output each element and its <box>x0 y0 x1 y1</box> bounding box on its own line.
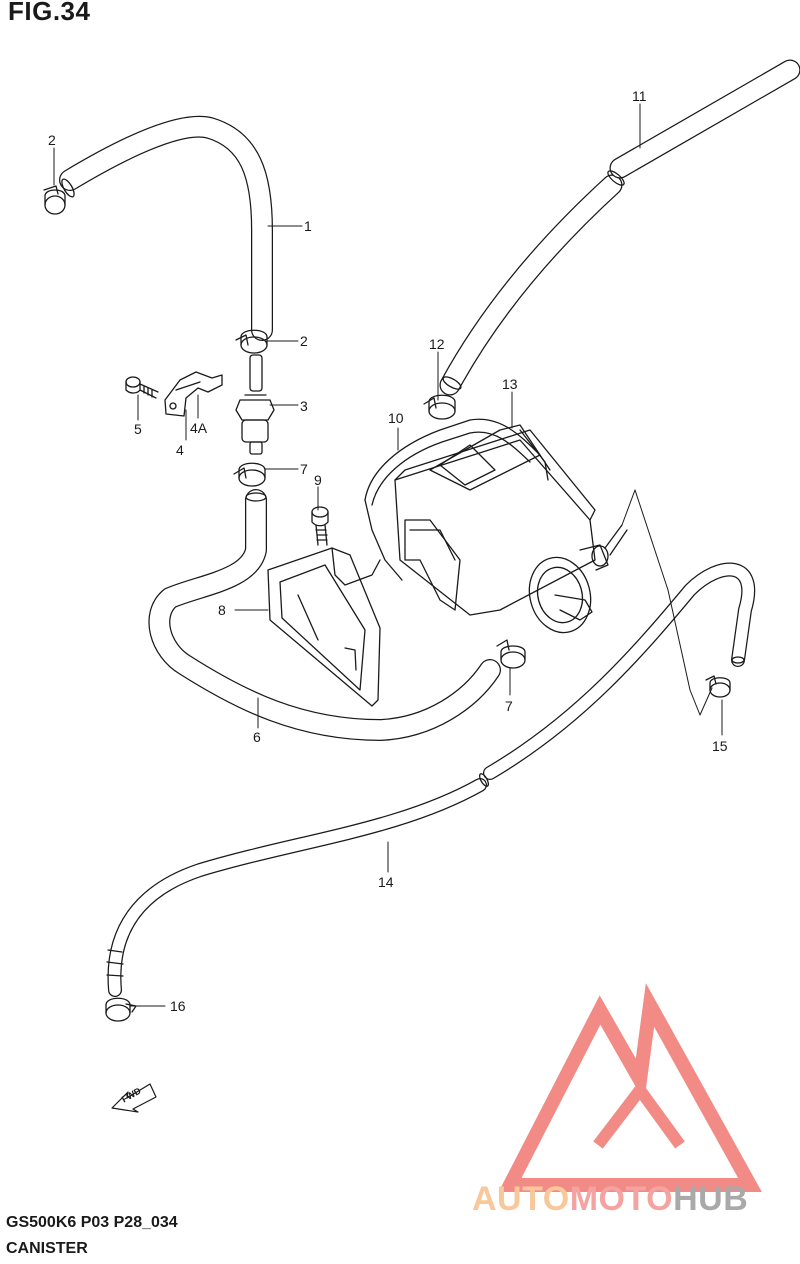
callout-6: 6 <box>253 729 261 745</box>
diagram-name: CANISTER <box>6 1240 88 1257</box>
canister-13 <box>394 424 628 634</box>
callout-15: 15 <box>712 738 728 754</box>
watermark-hub: HUB <box>673 1180 749 1218</box>
clamp-2-top <box>43 185 66 215</box>
fwd-arrow <box>111 1083 157 1113</box>
callout-9: 9 <box>314 472 322 488</box>
watermark-moto: MOTO <box>569 1180 674 1218</box>
callout-2: 2 <box>48 132 56 148</box>
callout-4: 4 <box>176 442 184 458</box>
watermark-auto: AUTO <box>472 1180 570 1218</box>
clamp-7-lower <box>496 639 526 669</box>
clamp-12 <box>423 394 456 420</box>
clamp-15 <box>705 675 731 698</box>
callout-4a: 4A <box>190 420 208 436</box>
callout-1: 1 <box>304 218 312 234</box>
clamp-16 <box>105 997 137 1022</box>
callout-11: 11 <box>632 88 647 104</box>
bolt-9 <box>311 506 329 546</box>
diagram-code: GS500K6 P03 P28_034 <box>6 1214 178 1231</box>
bolt-5 <box>125 376 159 399</box>
callout-7: 7 <box>300 461 308 477</box>
callout-3: 3 <box>300 398 308 414</box>
callout-10: 10 <box>388 410 404 426</box>
figure-title: FIG.34 <box>8 0 91 26</box>
filter-3 <box>235 354 275 455</box>
callout-7: 7 <box>505 698 513 714</box>
hose-14 <box>106 562 756 997</box>
callout-2: 2 <box>300 333 308 349</box>
bracket-8 <box>267 547 381 707</box>
callout-16: 16 <box>170 998 186 1014</box>
watermark-text: AUTOMOTOHUB <box>472 1180 748 1219</box>
callout-8: 8 <box>218 602 226 618</box>
callout-12: 12 <box>429 336 445 352</box>
callout-14: 14 <box>378 874 394 890</box>
callout-13: 13 <box>502 376 518 392</box>
callout-5: 5 <box>134 421 142 437</box>
hose-11 <box>439 59 800 396</box>
hose-6 <box>148 489 501 741</box>
holder-10 <box>364 418 551 611</box>
bracket-4 <box>164 371 223 417</box>
clamp-2-mid <box>235 329 268 354</box>
clamp-7-upper <box>233 462 266 487</box>
hose-1 <box>59 115 273 341</box>
watermark-logo <box>498 983 762 1192</box>
